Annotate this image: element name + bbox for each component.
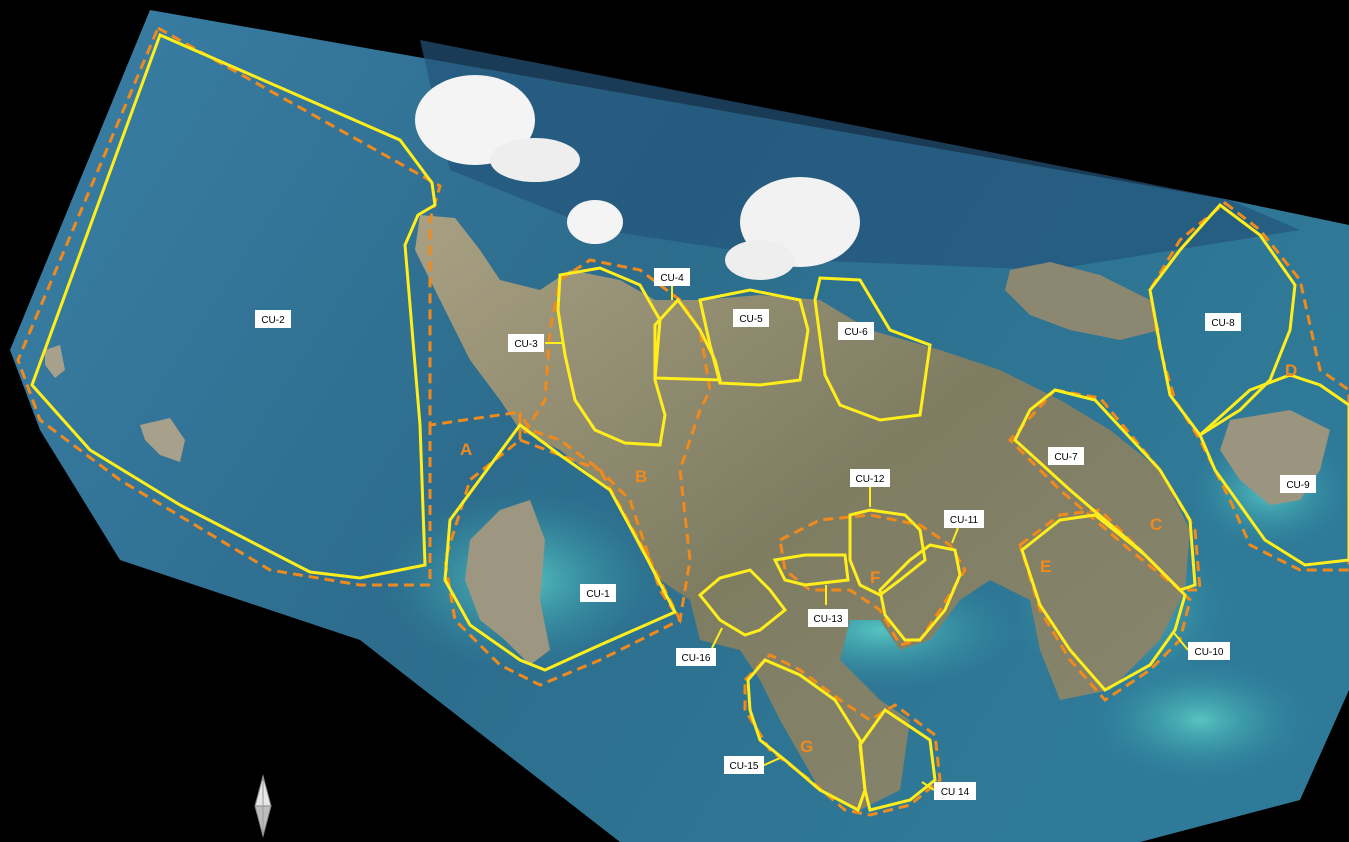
cloud xyxy=(567,200,623,244)
cu16-outline xyxy=(697,568,788,637)
islet xyxy=(45,345,65,378)
cu14-outline xyxy=(858,707,937,812)
label-box xyxy=(808,609,848,627)
label-box xyxy=(850,469,890,487)
cu13-label-text: CU-13 xyxy=(814,614,843,625)
island-cu1 xyxy=(465,500,550,665)
cu10-label-text: CU-10 xyxy=(1195,647,1224,658)
cu1-outline xyxy=(443,422,678,672)
cu6-label: CU-6 xyxy=(838,322,874,340)
label-box xyxy=(255,310,291,328)
zone-letters: A B C D E F G xyxy=(460,361,1297,756)
cu10-outline xyxy=(1020,513,1187,692)
leader-cu14 xyxy=(921,781,935,791)
cu2-outline xyxy=(30,32,437,580)
label-box xyxy=(733,309,769,327)
cu-labels: CU-2 CU-3 CU-4 CU-5 CU-6 CU-7 CU-8 CU-9 xyxy=(255,268,1316,800)
cu6-outline xyxy=(813,276,932,422)
cu14-label-text: CU 14 xyxy=(941,787,970,798)
north-arrow-icon xyxy=(254,774,272,838)
shallow-water xyxy=(1090,660,1310,780)
cloud xyxy=(725,240,795,280)
cu12-label-text: CU-12 xyxy=(856,474,885,485)
cu3-label-text: CU-3 xyxy=(514,339,538,350)
label-box xyxy=(724,756,764,774)
cu11-label-text: CU-11 xyxy=(950,515,979,526)
zone-c-outline xyxy=(1007,388,1202,592)
label-box xyxy=(1205,313,1241,331)
cu8-label-text: CU-8 xyxy=(1211,318,1235,329)
cu10-label: CU-10 xyxy=(1188,642,1230,660)
zone-e-letter: E xyxy=(1040,557,1051,576)
cu2-label-text: CU-2 xyxy=(261,315,285,326)
label-box xyxy=(944,510,984,528)
cu3-outline xyxy=(556,266,667,447)
leader-cu16 xyxy=(711,627,723,649)
label-box xyxy=(1048,447,1084,465)
cu9-label: CU-9 xyxy=(1280,475,1316,493)
zone-f-letter: F xyxy=(870,568,880,587)
cu4-label: CU-4 xyxy=(654,268,690,286)
cu12-label: CU-12 xyxy=(850,469,890,487)
cu-outlines xyxy=(30,32,1349,813)
cu8-outline xyxy=(1148,202,1297,438)
cu11-label: CU-11 xyxy=(944,510,984,528)
cu7-label-text: CU-7 xyxy=(1054,452,1078,463)
cu11-outline xyxy=(878,543,962,642)
label-box xyxy=(654,268,690,286)
cu5-label: CU-5 xyxy=(733,309,769,327)
cu8-label: CU-8 xyxy=(1205,313,1241,331)
main-island xyxy=(415,215,1190,810)
islet xyxy=(140,418,185,462)
cu1-label-text: CU-1 xyxy=(586,589,610,600)
cu6-label-text: CU-6 xyxy=(844,327,868,338)
cu15-outline xyxy=(746,658,867,813)
cu13-label: CU-13 xyxy=(808,609,848,627)
cu16-label: CU-16 xyxy=(676,648,716,666)
label-box xyxy=(1188,642,1230,660)
label-box xyxy=(934,782,976,800)
zone-f-outline xyxy=(778,513,967,647)
cu1-label: CU-1 xyxy=(580,584,616,602)
deep-sea xyxy=(420,40,1300,270)
cu16-label-text: CU-16 xyxy=(682,653,711,664)
label-box xyxy=(1280,475,1316,493)
label-box xyxy=(838,322,874,340)
cu13-outline xyxy=(772,553,850,587)
leader-cu10 xyxy=(1173,632,1189,651)
cu7-label: CU-7 xyxy=(1048,447,1084,465)
zone-g-letter: G xyxy=(800,737,813,756)
cu5-label-text: CU-5 xyxy=(739,314,763,325)
zone-d-letter: D xyxy=(1285,361,1297,380)
cu2-label: CU-2 xyxy=(255,310,291,328)
cu4-label-text: CU-4 xyxy=(660,273,684,284)
cu9-label-text: CU-9 xyxy=(1286,480,1310,491)
cu3-label: CU-3 xyxy=(508,334,544,352)
island-northeast xyxy=(1005,262,1160,340)
leader-cu11 xyxy=(951,527,959,544)
cu15-label: CU-15 xyxy=(724,756,764,774)
label-box xyxy=(508,334,544,352)
leader-cu15 xyxy=(761,757,781,767)
label-box xyxy=(676,648,716,666)
cloud xyxy=(415,75,535,165)
zone-b-letter: B xyxy=(635,467,647,486)
zone-a-letter: A xyxy=(460,440,472,459)
zone-a-outline xyxy=(16,26,683,687)
cu9-outline xyxy=(1198,373,1349,567)
leader-lines xyxy=(545,286,1189,791)
label-box xyxy=(580,584,616,602)
cu14-label: CU 14 xyxy=(934,782,976,800)
zone-c-letter: C xyxy=(1150,515,1162,534)
cloud xyxy=(490,138,580,182)
cu12-outline xyxy=(848,508,927,597)
cu15-label-text: CU-15 xyxy=(730,761,759,772)
cu5-outline xyxy=(698,288,810,387)
